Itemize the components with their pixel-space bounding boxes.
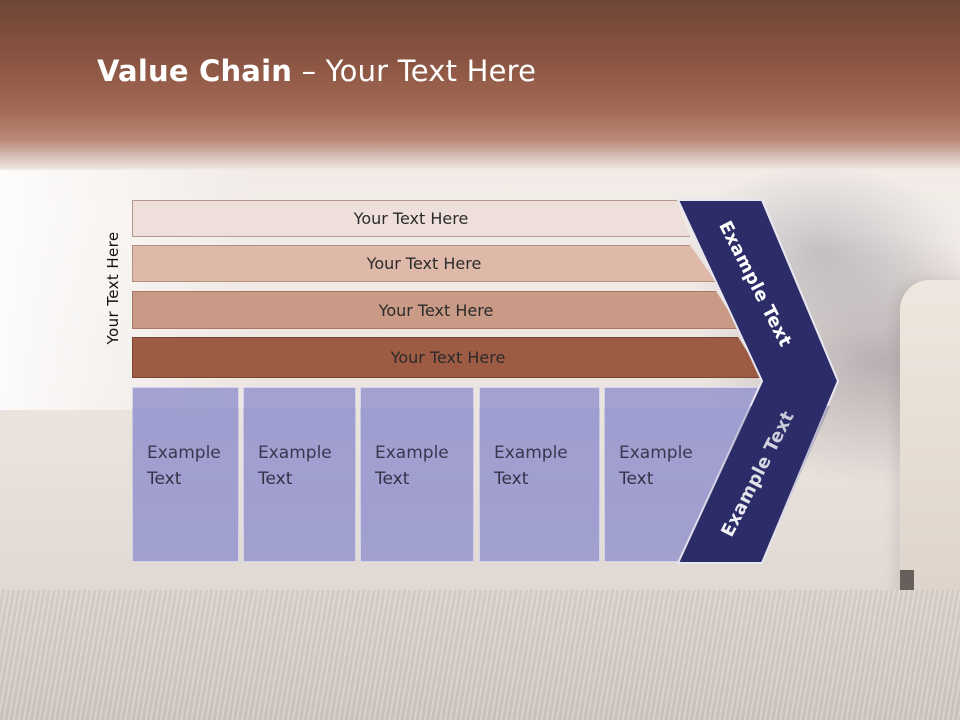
column-1-line2: Text bbox=[147, 469, 182, 489]
header-band bbox=[0, 0, 960, 170]
column-4-line1: Example bbox=[494, 443, 568, 463]
band-3: Your Text Here bbox=[132, 291, 740, 329]
band-3-label: Your Text Here bbox=[378, 300, 494, 320]
column-4: Example Text bbox=[479, 387, 600, 562]
column-2-line1: Example bbox=[258, 443, 332, 463]
slide-title-bold: Value Chain bbox=[97, 54, 293, 88]
background-sofa bbox=[900, 280, 960, 610]
column-3-line2: Text bbox=[375, 469, 410, 489]
band-4-label: Your Text Here bbox=[390, 348, 506, 367]
band-2-label: Your Text Here bbox=[366, 254, 482, 273]
slide-title-rest: – Your Text Here bbox=[292, 54, 537, 88]
column-1: Example Text bbox=[132, 387, 239, 562]
band-1-label: Your Text Here bbox=[353, 209, 469, 228]
column-4-line2: Text bbox=[494, 469, 529, 489]
column-1-line1: Example bbox=[147, 443, 221, 463]
band-1: Your Text Here bbox=[132, 200, 690, 237]
column-5-line2: Text bbox=[619, 469, 654, 489]
column-3-line1: Example bbox=[375, 443, 449, 463]
chevron-shape bbox=[676, 199, 840, 564]
band-2: Your Text Here bbox=[132, 245, 716, 282]
column-5-line1: Example bbox=[619, 443, 693, 463]
slide-title: Value Chain – Your Text Here bbox=[97, 54, 536, 88]
column-2: Example Text bbox=[243, 387, 356, 562]
background-rug bbox=[0, 590, 960, 720]
column-3: Example Text bbox=[360, 387, 474, 562]
band-4: Your Text Here bbox=[132, 337, 764, 378]
column-2-line2: Text bbox=[258, 469, 293, 489]
